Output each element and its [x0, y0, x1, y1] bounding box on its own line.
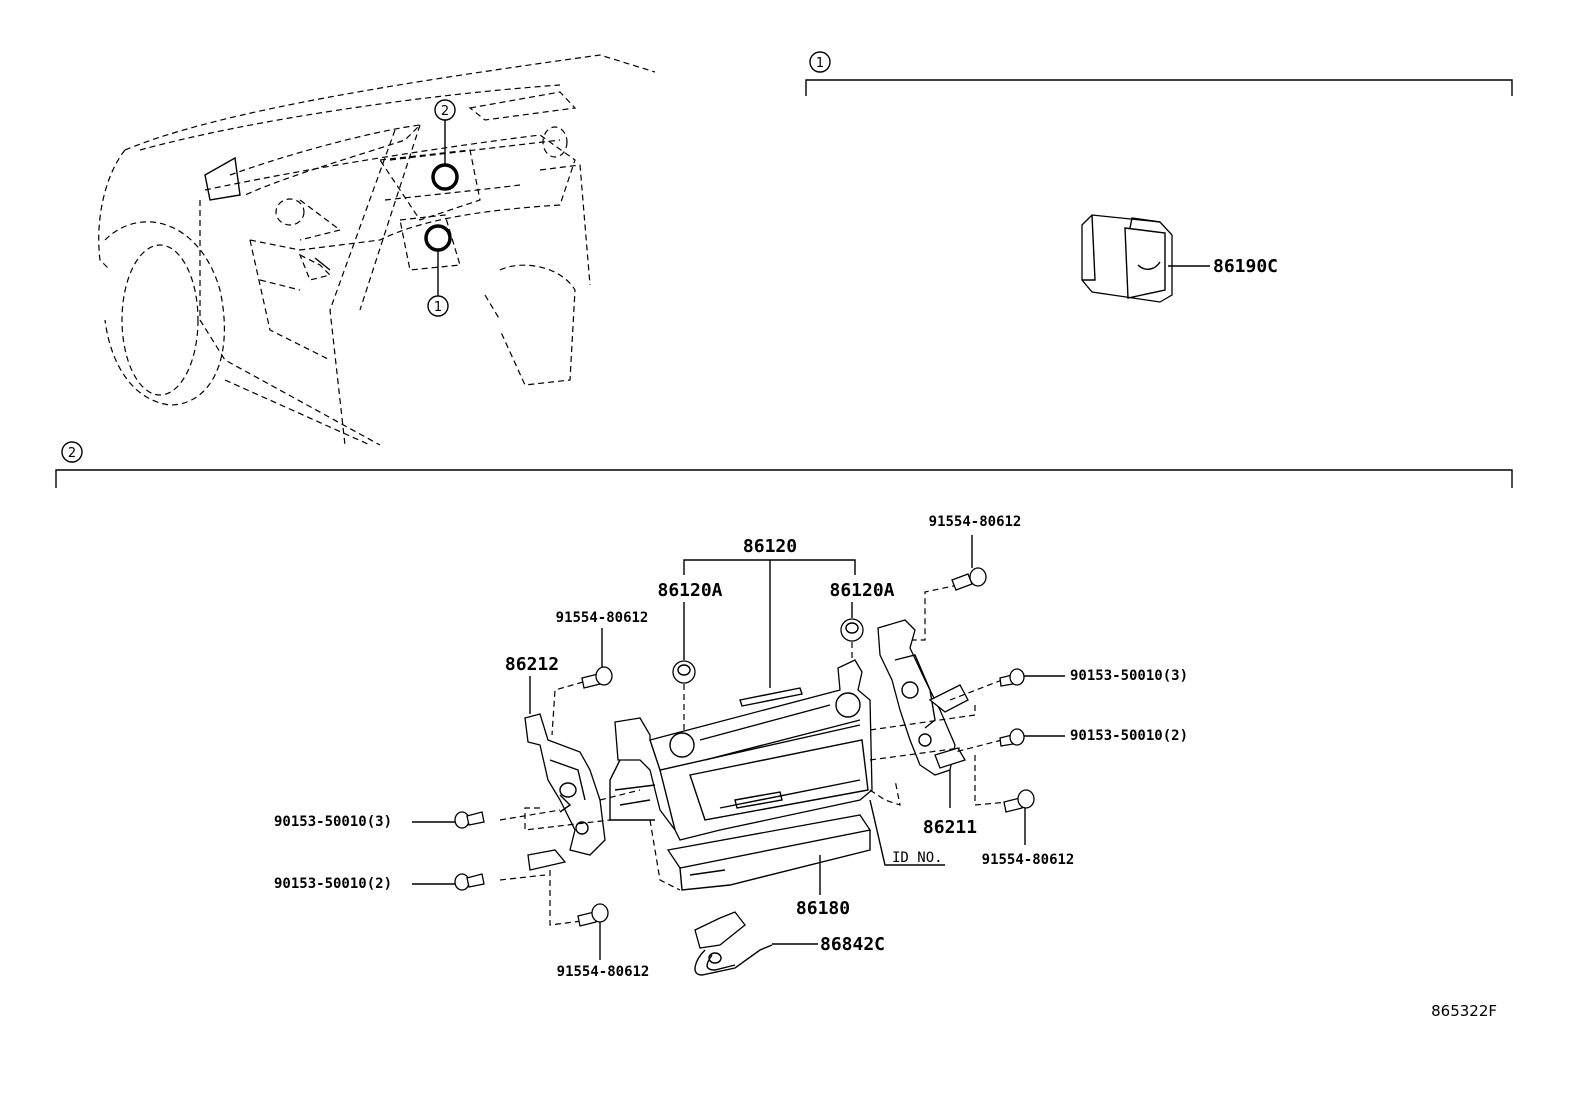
part-86190c-switch: 86190C	[1081, 214, 1278, 303]
label-86120: 86120	[743, 536, 797, 557]
bracket-right-86211: 86211	[877, 619, 977, 838]
bolt-left-upper: 91554-80612	[556, 610, 649, 689]
bolt-right-lower: 91554-80612	[982, 789, 1075, 868]
label-86212: 86212	[505, 654, 559, 675]
section-2-number: 2	[68, 446, 76, 461]
label-86842c: 86842C	[820, 934, 885, 955]
label-86211: 86211	[923, 817, 977, 838]
section-2-header: 2	[55, 441, 1513, 488]
wire-harness-86842c: 86842C	[694, 911, 885, 976]
bracket-left-86212: 86212	[505, 654, 606, 871]
car-interior-overview: 2 1	[98, 54, 656, 446]
label-bolt-right-lower: 91554-80612	[982, 852, 1075, 868]
location-circle-2	[431, 163, 459, 191]
radio-unit-86120	[609, 659, 873, 841]
label-bolt-left-upper: 91554-80612	[556, 610, 649, 626]
screw-right-3: 90153-50010(3)	[999, 668, 1188, 687]
label-86190c: 86190C	[1213, 256, 1278, 277]
label-86180: 86180	[796, 898, 850, 919]
location-circle-1	[424, 224, 452, 252]
label-86120a-right: 86120A	[829, 580, 894, 601]
bottom-plate-86180: 86180	[666, 814, 872, 919]
screw-left-2: 90153-50010(2)	[274, 873, 485, 892]
bolt-top-right: 91554-80612	[929, 514, 1022, 591]
label-screw-left-2: 90153-50010(2)	[274, 876, 392, 892]
label-bolt-top-right: 91554-80612	[929, 514, 1022, 530]
label-screw-left-3: 90153-50010(3)	[274, 814, 392, 830]
overview-callout-1: 1	[434, 300, 442, 315]
label-screw-right-3: 90153-50010(3)	[1070, 668, 1188, 684]
diagram-code: 865322F	[1431, 1002, 1497, 1020]
section-1-header: 1	[805, 51, 1513, 96]
label-86120a-left: 86120A	[657, 580, 722, 601]
section-1-number: 1	[816, 56, 824, 71]
knob-right	[840, 618, 864, 642]
bolt-left-lower: 91554-80612	[557, 903, 650, 980]
screw-left-3: 90153-50010(3)	[274, 811, 485, 830]
label-id-no: ID NO.	[892, 850, 943, 866]
screw-right-2: 90153-50010(2)	[999, 728, 1188, 747]
label-bolt-left-lower: 91554-80612	[557, 964, 650, 980]
radio-assembly: 86120 86120A 86120A	[274, 514, 1188, 980]
knob-left	[672, 660, 696, 684]
label-screw-right-2: 90153-50010(2)	[1070, 728, 1188, 744]
overview-callout-2: 2	[441, 104, 449, 119]
